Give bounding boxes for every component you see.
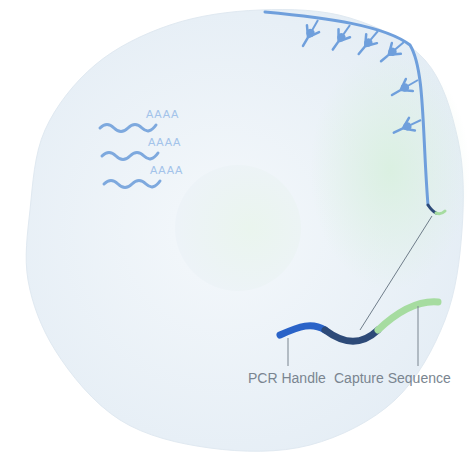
linker	[408, 80, 418, 86]
barcode-segment	[325, 330, 378, 341]
segment-label: Capture Sequence	[334, 370, 451, 386]
antibody	[391, 114, 424, 139]
capture-tail	[436, 211, 445, 214]
leader-line	[288, 338, 289, 366]
leader-line	[418, 306, 419, 366]
antibody-y	[327, 29, 350, 53]
oligo-tail	[428, 205, 436, 213]
segment-label: PCR Handle	[248, 370, 326, 386]
nucleus	[175, 165, 301, 291]
mrna-group	[100, 125, 160, 188]
linker	[370, 31, 378, 40]
antibody	[377, 37, 409, 67]
antibody-y	[353, 34, 377, 58]
oligo-backbone	[265, 12, 428, 205]
linker	[395, 42, 404, 50]
poly-a-tail: AAAA	[150, 164, 183, 176]
linker	[312, 20, 318, 30]
antibody-y	[389, 79, 413, 101]
antibody	[327, 21, 356, 54]
mrna-strand	[100, 125, 156, 132]
antibody	[389, 74, 422, 101]
capture-segment	[378, 302, 438, 330]
antibody-group	[297, 17, 424, 140]
mrna-strand	[102, 153, 158, 160]
mrna-strand	[104, 181, 160, 188]
antibody	[297, 17, 324, 50]
membrane-tint	[310, 50, 470, 290]
antibody-y	[391, 118, 415, 139]
antibody-y	[297, 25, 319, 49]
poly-a-tail: AAAA	[148, 136, 181, 148]
antibody	[353, 27, 383, 59]
pcr-handle-segment	[280, 326, 325, 335]
linker	[343, 25, 350, 35]
antibody-y	[377, 43, 401, 67]
linker	[410, 120, 421, 125]
poly-a-tail: AAAA	[146, 108, 179, 120]
